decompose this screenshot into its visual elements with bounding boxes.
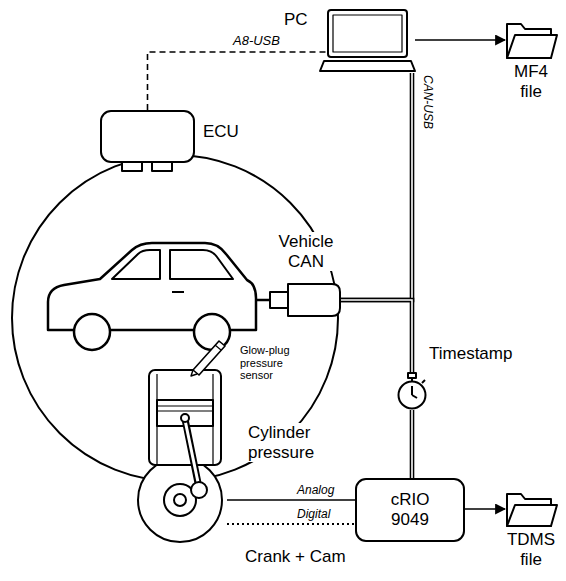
connector-line xyxy=(148,52,329,110)
ecu-unit: ECU xyxy=(100,110,195,173)
node-label: cRIO 9049 xyxy=(375,490,445,529)
connector xyxy=(415,40,505,41)
engine: Glow-plug pressure sensorCylinder pressu… xyxy=(135,340,227,545)
node-sublabel: Crank + Cam xyxy=(245,547,346,567)
cable-outer xyxy=(340,73,412,300)
node-label: ECU xyxy=(203,122,239,142)
plug-outline xyxy=(270,280,340,320)
connector xyxy=(148,52,329,110)
cable-outer xyxy=(340,300,412,372)
connector-line xyxy=(227,523,355,525)
connector xyxy=(227,524,355,525)
connector xyxy=(340,300,412,372)
connector xyxy=(340,73,412,300)
node-label: MF4 file xyxy=(503,62,559,101)
connector-line xyxy=(227,499,355,501)
connector-line xyxy=(465,508,505,510)
connector-line xyxy=(415,39,505,41)
node-label: PC xyxy=(284,10,308,30)
node-sublabel: Cylinder pressure xyxy=(248,423,333,462)
connector xyxy=(465,509,505,510)
connector xyxy=(412,410,413,478)
system-boundary-circle xyxy=(12,155,338,481)
cable-inner xyxy=(411,410,413,478)
pc-laptop: PC xyxy=(320,8,415,73)
mf4-file-folder: MF4 file xyxy=(505,20,557,60)
ecu-outline xyxy=(100,110,195,173)
engine-outline xyxy=(135,340,227,545)
node-label: Vehicle CAN xyxy=(270,232,342,271)
folder-outline xyxy=(505,490,557,528)
tdms-file-folder: TDMS file xyxy=(505,490,557,528)
connector xyxy=(227,500,355,501)
cable-outer xyxy=(410,410,415,478)
node-label: TDMS file xyxy=(503,530,559,569)
connector-label: A8-USB xyxy=(232,34,281,48)
watch-outline xyxy=(395,372,429,410)
vehicle-can-connector: Vehicle CAN xyxy=(270,280,340,320)
folder-outline xyxy=(505,20,557,60)
car-illustration xyxy=(48,243,256,350)
connector-label: CAN-USB xyxy=(421,74,434,130)
node-label: Glow-plug pressure sensor xyxy=(240,344,304,382)
connector-label: Digital xyxy=(296,508,331,521)
node-label: Timestamp xyxy=(429,344,512,364)
timestamp-stopwatch: Timestamp xyxy=(395,372,429,410)
crio-box: cRIO 9049 xyxy=(355,478,465,542)
connector-label: Analog xyxy=(296,484,335,497)
cable-inner xyxy=(340,300,412,372)
connector-layer xyxy=(148,40,506,524)
cable-inner xyxy=(340,73,412,300)
laptop-outline xyxy=(320,8,415,73)
